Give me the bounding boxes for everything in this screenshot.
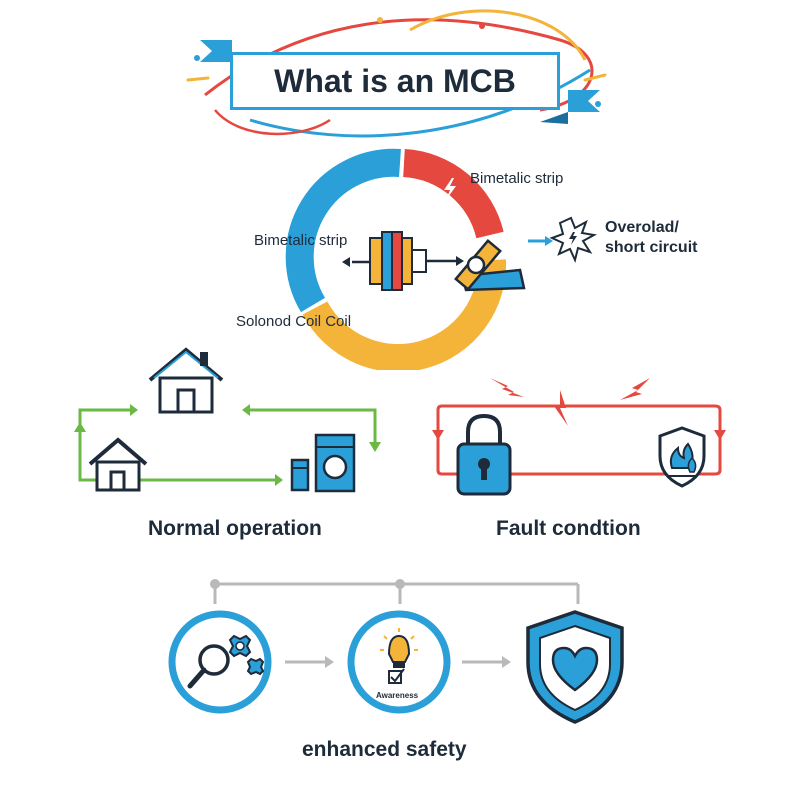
lightning-icon xyxy=(444,178,456,200)
house-icon xyxy=(148,347,224,414)
washing-machine-icon xyxy=(314,433,356,493)
mcb-ring-diagram xyxy=(285,148,598,370)
ring-segment-blue xyxy=(285,148,401,313)
appliance-icon xyxy=(290,458,310,492)
lightning-icon xyxy=(554,390,568,426)
normal-operation-diagram xyxy=(74,347,381,493)
lock-icon xyxy=(456,413,512,496)
inspection-icon xyxy=(168,610,272,714)
shield-heart-icon xyxy=(526,610,624,724)
page-title: What is an MCB xyxy=(230,52,560,110)
ring-label-left: Bimetalic strip xyxy=(254,232,348,249)
normal-operation-label: Normal operation xyxy=(148,517,322,540)
enhanced-safety-label: enhanced safety xyxy=(302,738,467,761)
trip-lever-icon xyxy=(454,238,526,292)
awareness-icon xyxy=(347,610,451,714)
bimetal-component-icon xyxy=(342,231,464,291)
lightning-icon xyxy=(490,378,524,397)
ring-segment-red xyxy=(402,149,504,239)
safety-flow-diagram xyxy=(168,579,624,724)
fault-condition-label: Fault condtion xyxy=(496,517,641,540)
fault-label: Overolad/ short circuit xyxy=(605,219,698,256)
fault-condition-diagram xyxy=(432,378,726,496)
awareness-label: Awareness xyxy=(376,691,419,700)
ring-label-bottom: Solonod Coil Coil xyxy=(236,313,352,330)
ring-segment-yellow xyxy=(302,259,507,370)
title-decoration xyxy=(186,9,607,138)
ring-label-top: Bimetalic strip xyxy=(470,170,564,187)
lightning-icon xyxy=(620,378,650,400)
house-icon xyxy=(88,437,148,492)
fire-shield-icon xyxy=(658,426,706,488)
